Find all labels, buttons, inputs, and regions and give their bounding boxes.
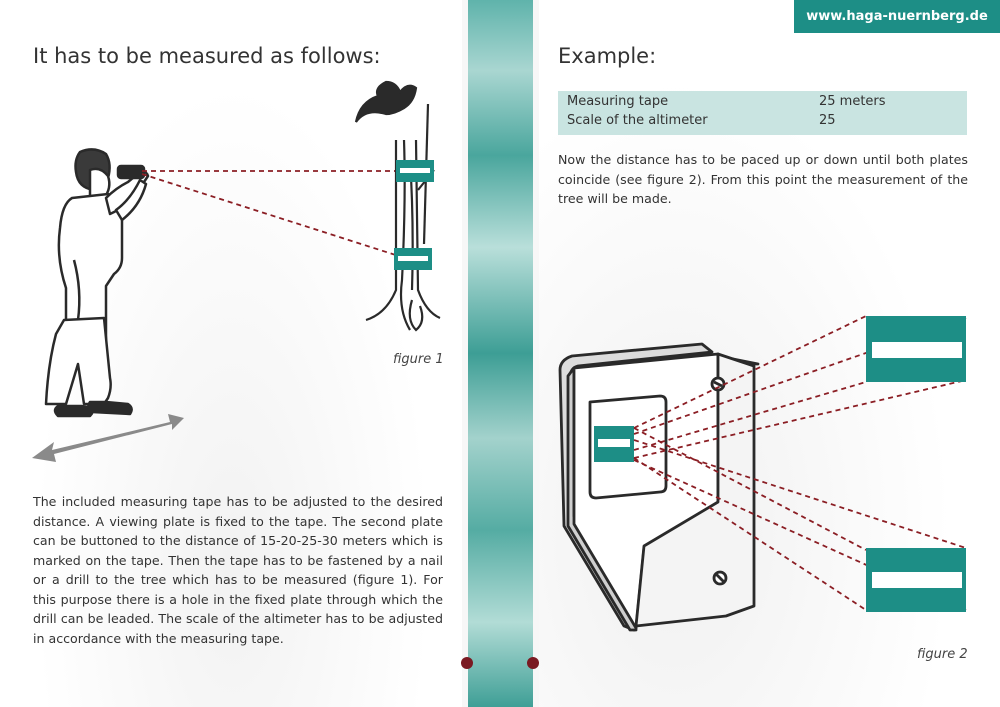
- spine-edge-left: [462, 0, 468, 707]
- spine-edge-right: [533, 0, 539, 707]
- left-page-body-text: The included measuring tape has to be ad…: [33, 494, 443, 646]
- lower-sight-line: [141, 173, 406, 259]
- center-spine: [468, 0, 533, 707]
- person-with-altimeter-icon: [44, 148, 150, 418]
- sight-lines: [633, 315, 967, 611]
- website-url-banner[interactable]: www.haga-nuernberg.de: [794, 0, 1000, 33]
- tree-trunk-icon: [354, 80, 441, 332]
- table-cell-value: 25 meters: [819, 94, 886, 109]
- table-cell-label: Measuring tape: [567, 94, 669, 109]
- right-page-body-text: Now the distance has to be paced up or d…: [558, 152, 968, 206]
- figure-2-illustration: [558, 315, 967, 632]
- figure-1-caption: figure 1: [393, 352, 444, 367]
- example-table: Measuring tape 25 meters Scale of the al…: [558, 91, 967, 135]
- figure-2-caption: figure 2: [917, 647, 968, 662]
- table-cell-value: 25: [819, 113, 836, 128]
- right-page-title: Example:: [558, 44, 657, 68]
- spine-dot-left: [461, 657, 473, 669]
- distance-double-arrow-icon: [32, 414, 184, 462]
- table-cell-label: Scale of the altimeter: [567, 113, 708, 128]
- spine-dot-right: [527, 657, 539, 669]
- left-page-title: It has to be measured as follows:: [33, 44, 381, 68]
- altimeter-device-icon: [558, 342, 760, 632]
- figure-1-illustration: [32, 80, 441, 462]
